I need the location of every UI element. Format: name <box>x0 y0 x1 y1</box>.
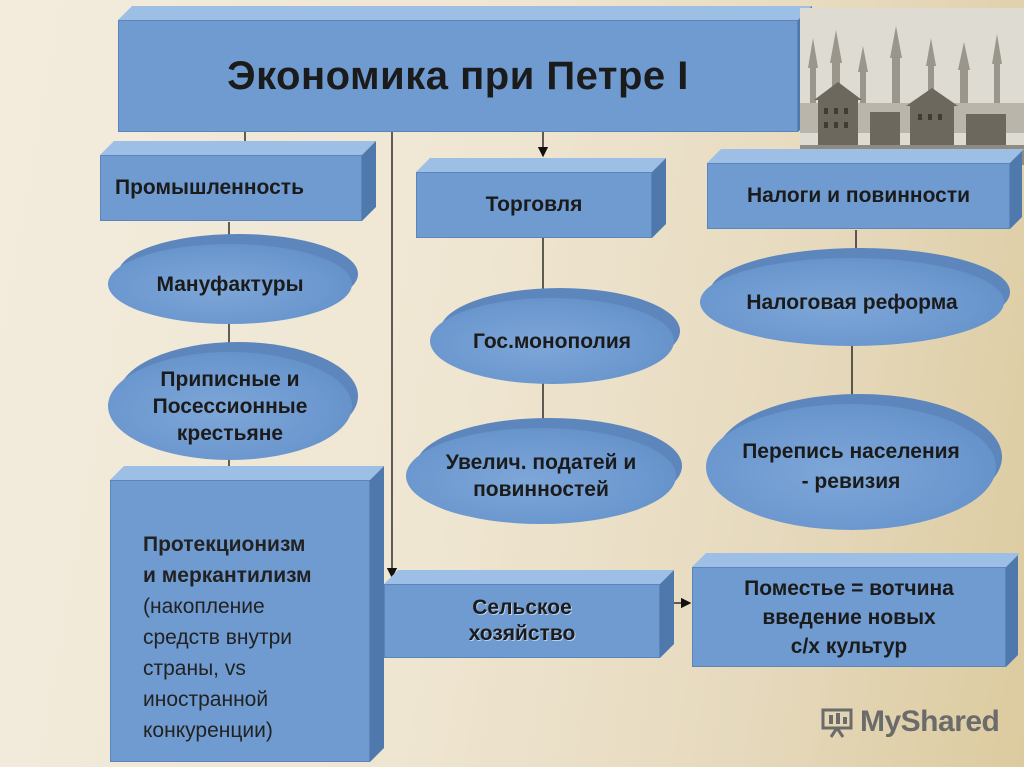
protectionism-line-5: конкуренции) <box>143 719 273 742</box>
myshared-logo: MyShared <box>820 702 1010 742</box>
industry-header: Промышленность <box>115 176 304 199</box>
census-line-1: Перепись населения <box>742 440 960 463</box>
reform-ellipse: Налоговая реформа <box>700 248 1010 346</box>
title-box: Экономика при Петре I <box>118 6 812 132</box>
agriculture-box: Сельское хозяйство <box>384 570 674 658</box>
presentation-icon <box>821 708 853 738</box>
watermark-text: MyShared <box>860 705 1000 738</box>
peasants-line-1: Приписные и <box>160 367 300 391</box>
monopoly-ellipse: Гос.монополия <box>430 288 680 384</box>
peasants-line-2: Посессионные <box>152 394 308 418</box>
protectionism-title-line-1: Протекционизм <box>143 533 306 556</box>
protectionism-line-2: средств внутри <box>143 626 293 649</box>
manufactories-ellipse: Мануфактуры <box>108 234 358 324</box>
agriculture-line-1: Сельское <box>472 596 572 619</box>
protectionism-line-1: (накопление <box>143 595 265 618</box>
taxes-increase-line-1: Увелич. податей и <box>445 451 637 474</box>
result-line-1: Поместье = вотчина <box>744 576 954 600</box>
protectionism-line-4: иностранной <box>143 688 269 711</box>
protectionism-line-3: страны, vs <box>143 657 246 680</box>
protectionism-box: Протекционизм и меркантилизм (накопление… <box>110 466 384 762</box>
peasants-ellipse: Приписные и Посессионные крестьяне <box>108 342 358 460</box>
taxes-header: Налоги и повинности <box>746 184 971 207</box>
census-ellipse: Перепись населения - ревизия <box>706 394 1002 530</box>
result-line-3: с/х культур <box>790 634 908 658</box>
protectionism-title-line-2: и меркантилизм <box>143 564 312 587</box>
industry-header-box: Промышленность <box>100 141 376 221</box>
monopoly-label: Гос.монополия <box>472 329 631 353</box>
trade-header-box: Торговля <box>416 158 666 238</box>
census-line-2: - ревизия <box>801 470 901 493</box>
taxes-header-box: Налоги и повинности <box>707 149 1024 229</box>
taxes-increase-line-2: повинностей <box>473 478 609 501</box>
page-title: Экономика при Петре I <box>227 53 689 98</box>
taxes-increase-ellipse: Увелич. податей и повинностей <box>406 418 682 524</box>
agriculture-result-box: Поместье = вотчина введение новых с/х ку… <box>692 553 1020 667</box>
result-line-2: введение новых <box>762 605 936 629</box>
trade-header: Торговля <box>485 193 583 216</box>
agriculture-line-2: хозяйство <box>468 622 576 645</box>
peasants-line-3: крестьяне <box>176 421 284 445</box>
reform-label: Налоговая реформа <box>746 290 958 314</box>
city-engraving-image <box>800 8 1024 165</box>
manufactories-label: Мануфактуры <box>156 272 304 296</box>
